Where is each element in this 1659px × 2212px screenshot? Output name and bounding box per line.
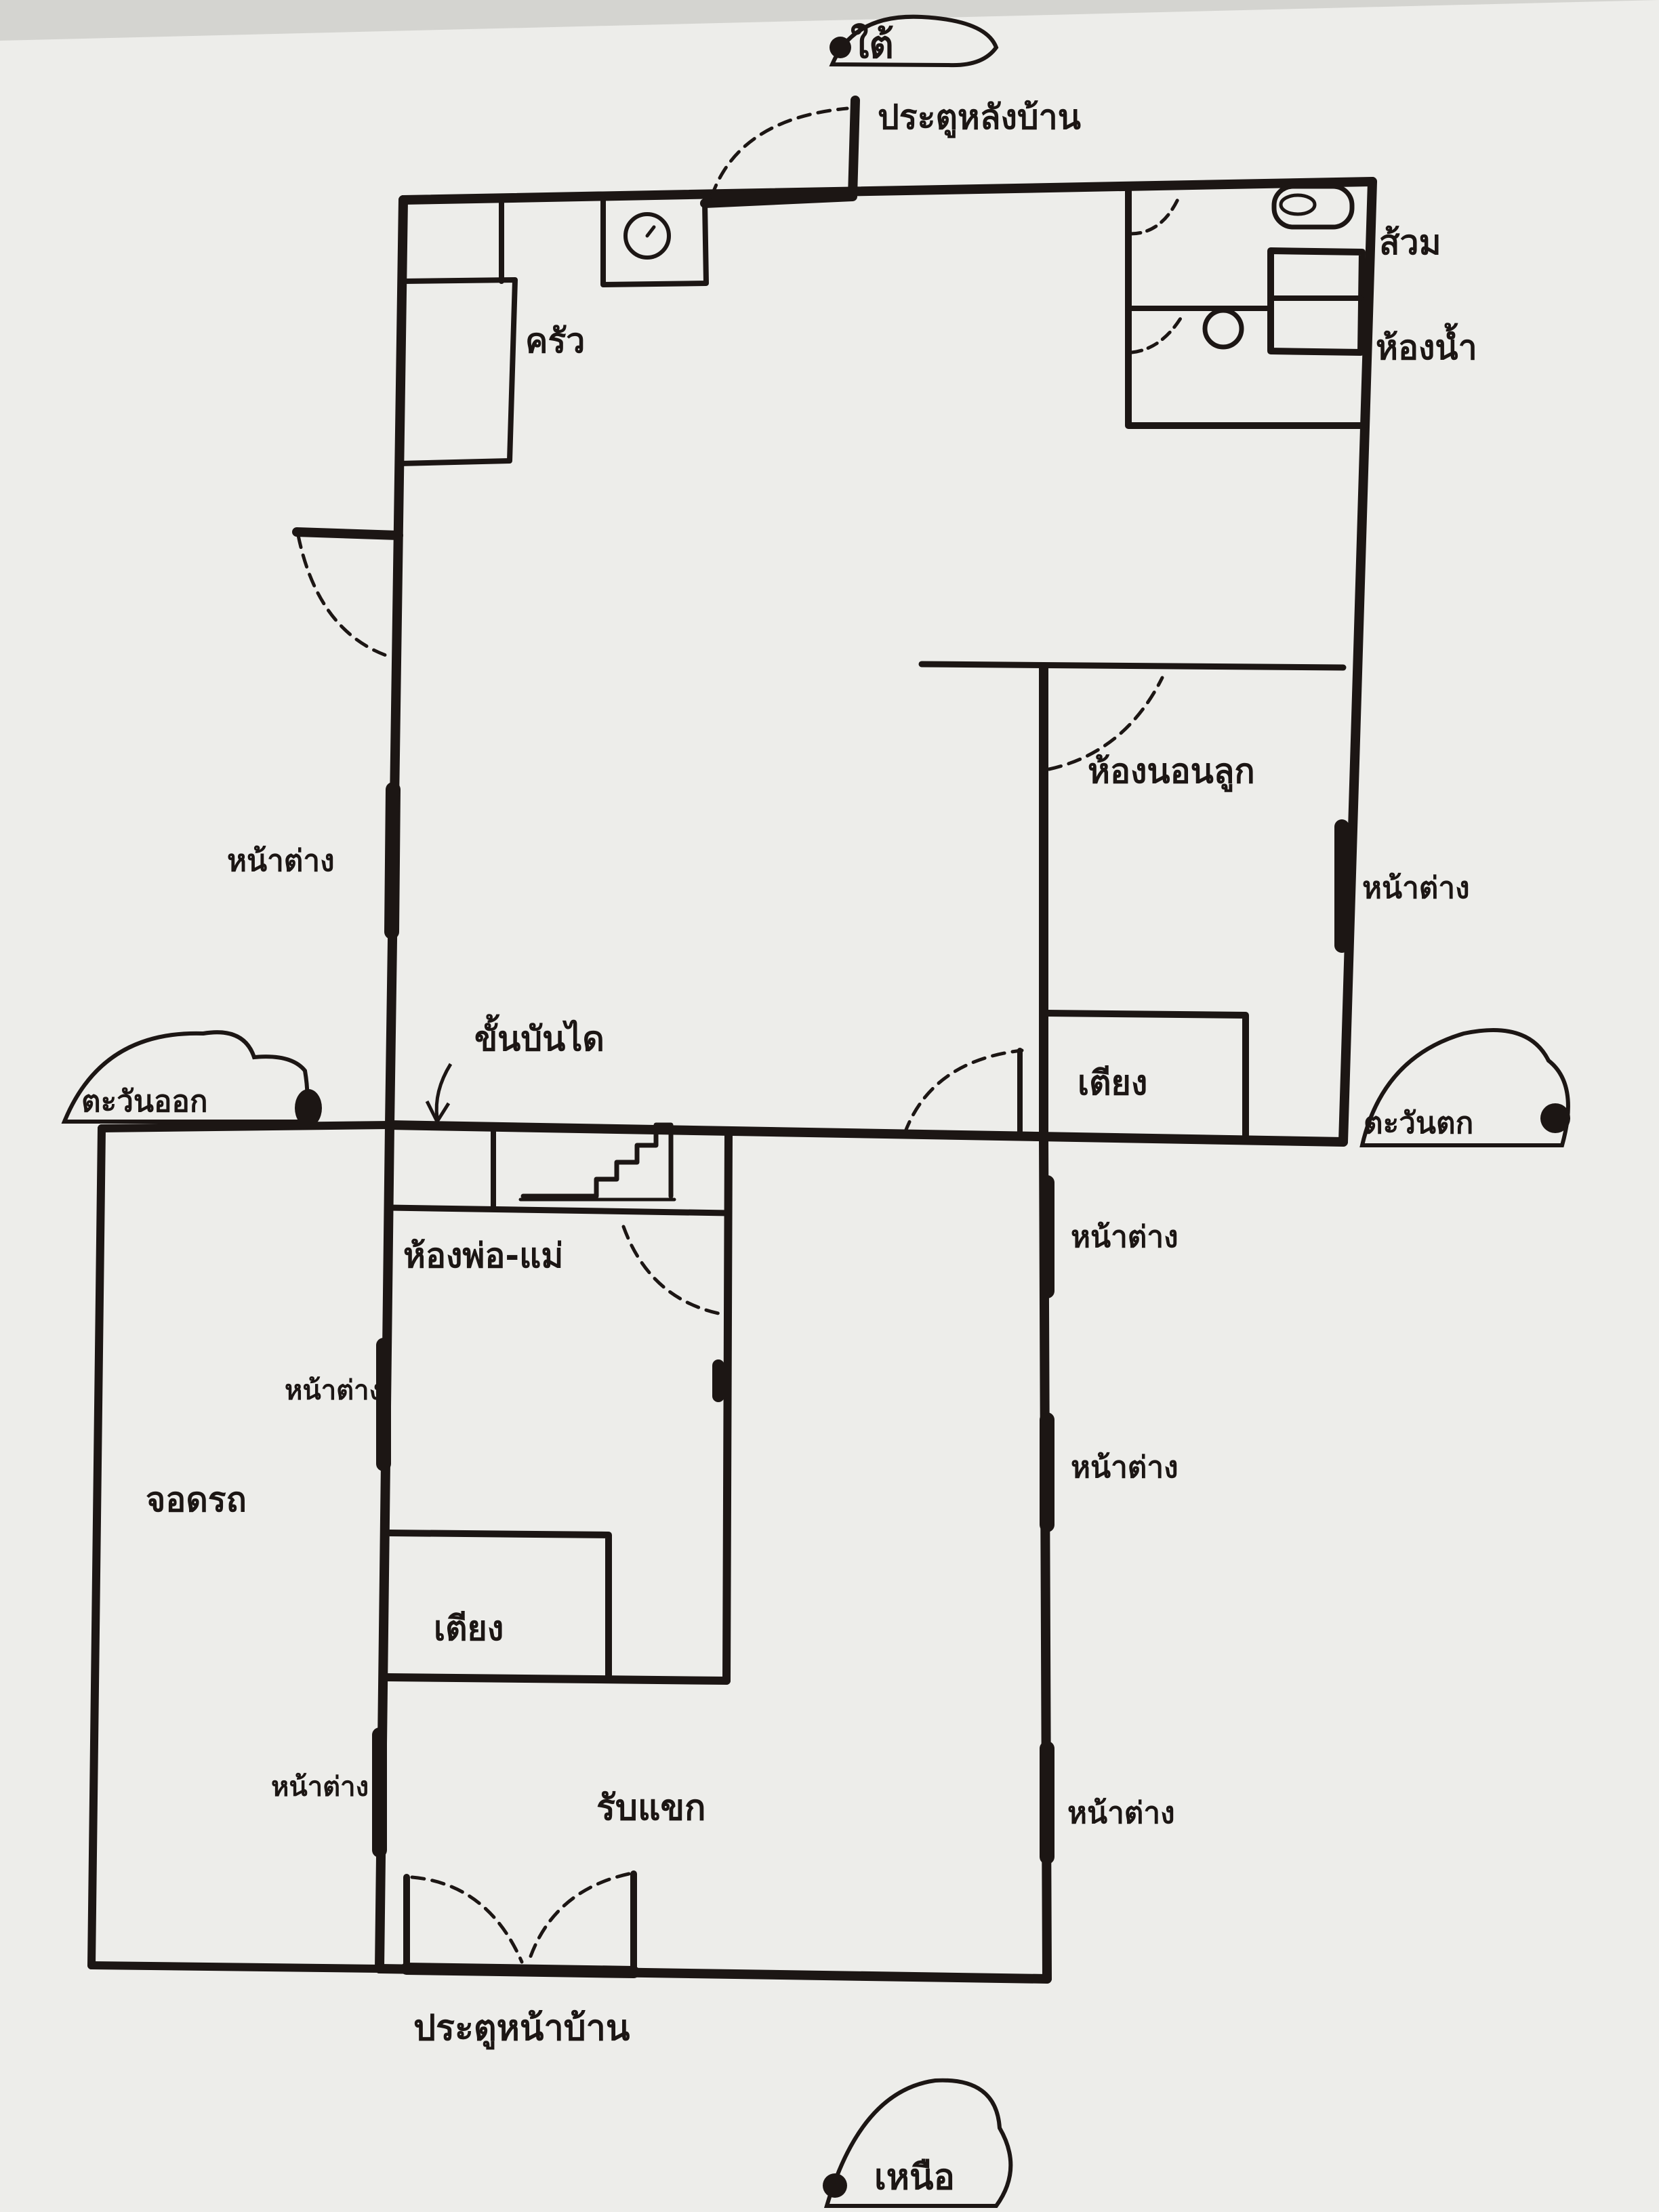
- label-stairs: ขั้นบันได: [474, 1014, 605, 1059]
- parents-room-wall: [722, 1128, 733, 1685]
- parents-door-swing: [621, 1225, 727, 1317]
- label-window-east-upper: หน้าต่าง: [227, 844, 335, 878]
- label-toilet: ส้วม: [1379, 223, 1441, 262]
- back-door-swing: [710, 106, 849, 199]
- label-window-east-lower-1: หน้าต่าง: [285, 1375, 382, 1406]
- west-upper-wall: [1338, 177, 1377, 1147]
- label-window-west-lower-2: หน้าต่าง: [1071, 1450, 1179, 1485]
- bathroom-door-swing: [1130, 313, 1185, 354]
- sink-box: [600, 196, 709, 287]
- label-window-west-lower-1: หน้าต่าง: [1071, 1220, 1179, 1254]
- front-door-swing-left: [410, 1875, 524, 1964]
- windows: [372, 782, 1349, 1864]
- sink-tap: [645, 225, 656, 238]
- garage-top-wall: [98, 1121, 394, 1132]
- bath-tub: [1267, 247, 1366, 356]
- stairs-arrow-head: [425, 1100, 451, 1126]
- toilet-seat: [1279, 193, 1317, 216]
- parents-bed: [386, 1530, 612, 1681]
- label-child-bed: เตียง: [1078, 1063, 1147, 1103]
- label-garage: จอดรถ: [146, 1480, 247, 1519]
- stairs-arrow: [434, 1063, 453, 1119]
- front-door-swing-right: [527, 1872, 631, 1964]
- north-dot: [823, 2173, 847, 2198]
- child-room-door-swing: [1047, 676, 1164, 771]
- label-parents-room: ห้องพ่อ-แม่: [403, 1236, 563, 1275]
- label-front-door: ประตูหน้าบ้าน: [413, 2008, 630, 2050]
- labels: ใต้ ประตูหลังบ้าน ส้วม ห้องน้ำ ครัว ห้อง…: [81, 22, 1477, 2198]
- stair-landing-wall: [386, 1204, 732, 1216]
- label-living-room: รับแขก: [596, 1788, 705, 1828]
- sink-basin: [623, 212, 671, 260]
- west-badge-outline: [1359, 1028, 1570, 1147]
- walls: [87, 96, 1377, 1984]
- bathroom-wall: [1125, 188, 1366, 429]
- middle-wall: [385, 1120, 1348, 1147]
- compass-dots: [295, 37, 1570, 2198]
- inner-door-swing: [903, 1048, 1024, 1135]
- label-back-door: ประตูหลังบ้าน: [878, 98, 1081, 138]
- kitchen-counter: [397, 277, 518, 466]
- south-dot: [830, 37, 851, 58]
- label-kitchen: ครัว: [525, 321, 585, 361]
- label-window-east-lower-2: หน้าต่าง: [271, 1771, 369, 1803]
- label-window-west-lower-3: หน้าต่าง: [1067, 1796, 1175, 1830]
- stair-steps: [520, 1122, 674, 1199]
- window-east-upper: [384, 782, 401, 939]
- side-door-swing: [296, 533, 394, 659]
- south-wall: [398, 177, 1377, 205]
- east-dot: [295, 1089, 322, 1127]
- child-room-top-wall: [918, 661, 1347, 671]
- back-door-frame: [700, 96, 860, 208]
- front-door-threshold: [401, 1963, 640, 1978]
- label-north: เหนือ: [874, 2157, 955, 2198]
- label-east: ตะวันออก: [81, 1084, 207, 1119]
- east-upper-wall: [385, 195, 408, 1130]
- label-child-bedroom: ห้องนอนลูก: [1088, 752, 1255, 792]
- south-badge-outline: [829, 14, 999, 68]
- garage-left-wall: [87, 1124, 106, 1969]
- label-window-west-upper: หน้าต่าง: [1362, 871, 1470, 905]
- label-south: ใต้: [851, 22, 894, 67]
- wash-basin: [1202, 308, 1244, 350]
- toilet-fixture: [1271, 184, 1355, 230]
- garage-bottom-wall: [87, 1961, 384, 1973]
- label-parents-bed: เตียง: [434, 1609, 504, 1648]
- parents-room-bottom-wall: [384, 1673, 731, 1685]
- north-badge-outline: [823, 2078, 1013, 2208]
- west-dot: [1540, 1103, 1570, 1133]
- toilet-door-swing: [1128, 194, 1181, 236]
- side-door-leaf: [292, 527, 403, 540]
- child-bed: [1044, 1010, 1249, 1139]
- label-bathroom: ห้องน้ำ: [1376, 323, 1477, 367]
- label-west: ตะวันตก: [1364, 1106, 1473, 1141]
